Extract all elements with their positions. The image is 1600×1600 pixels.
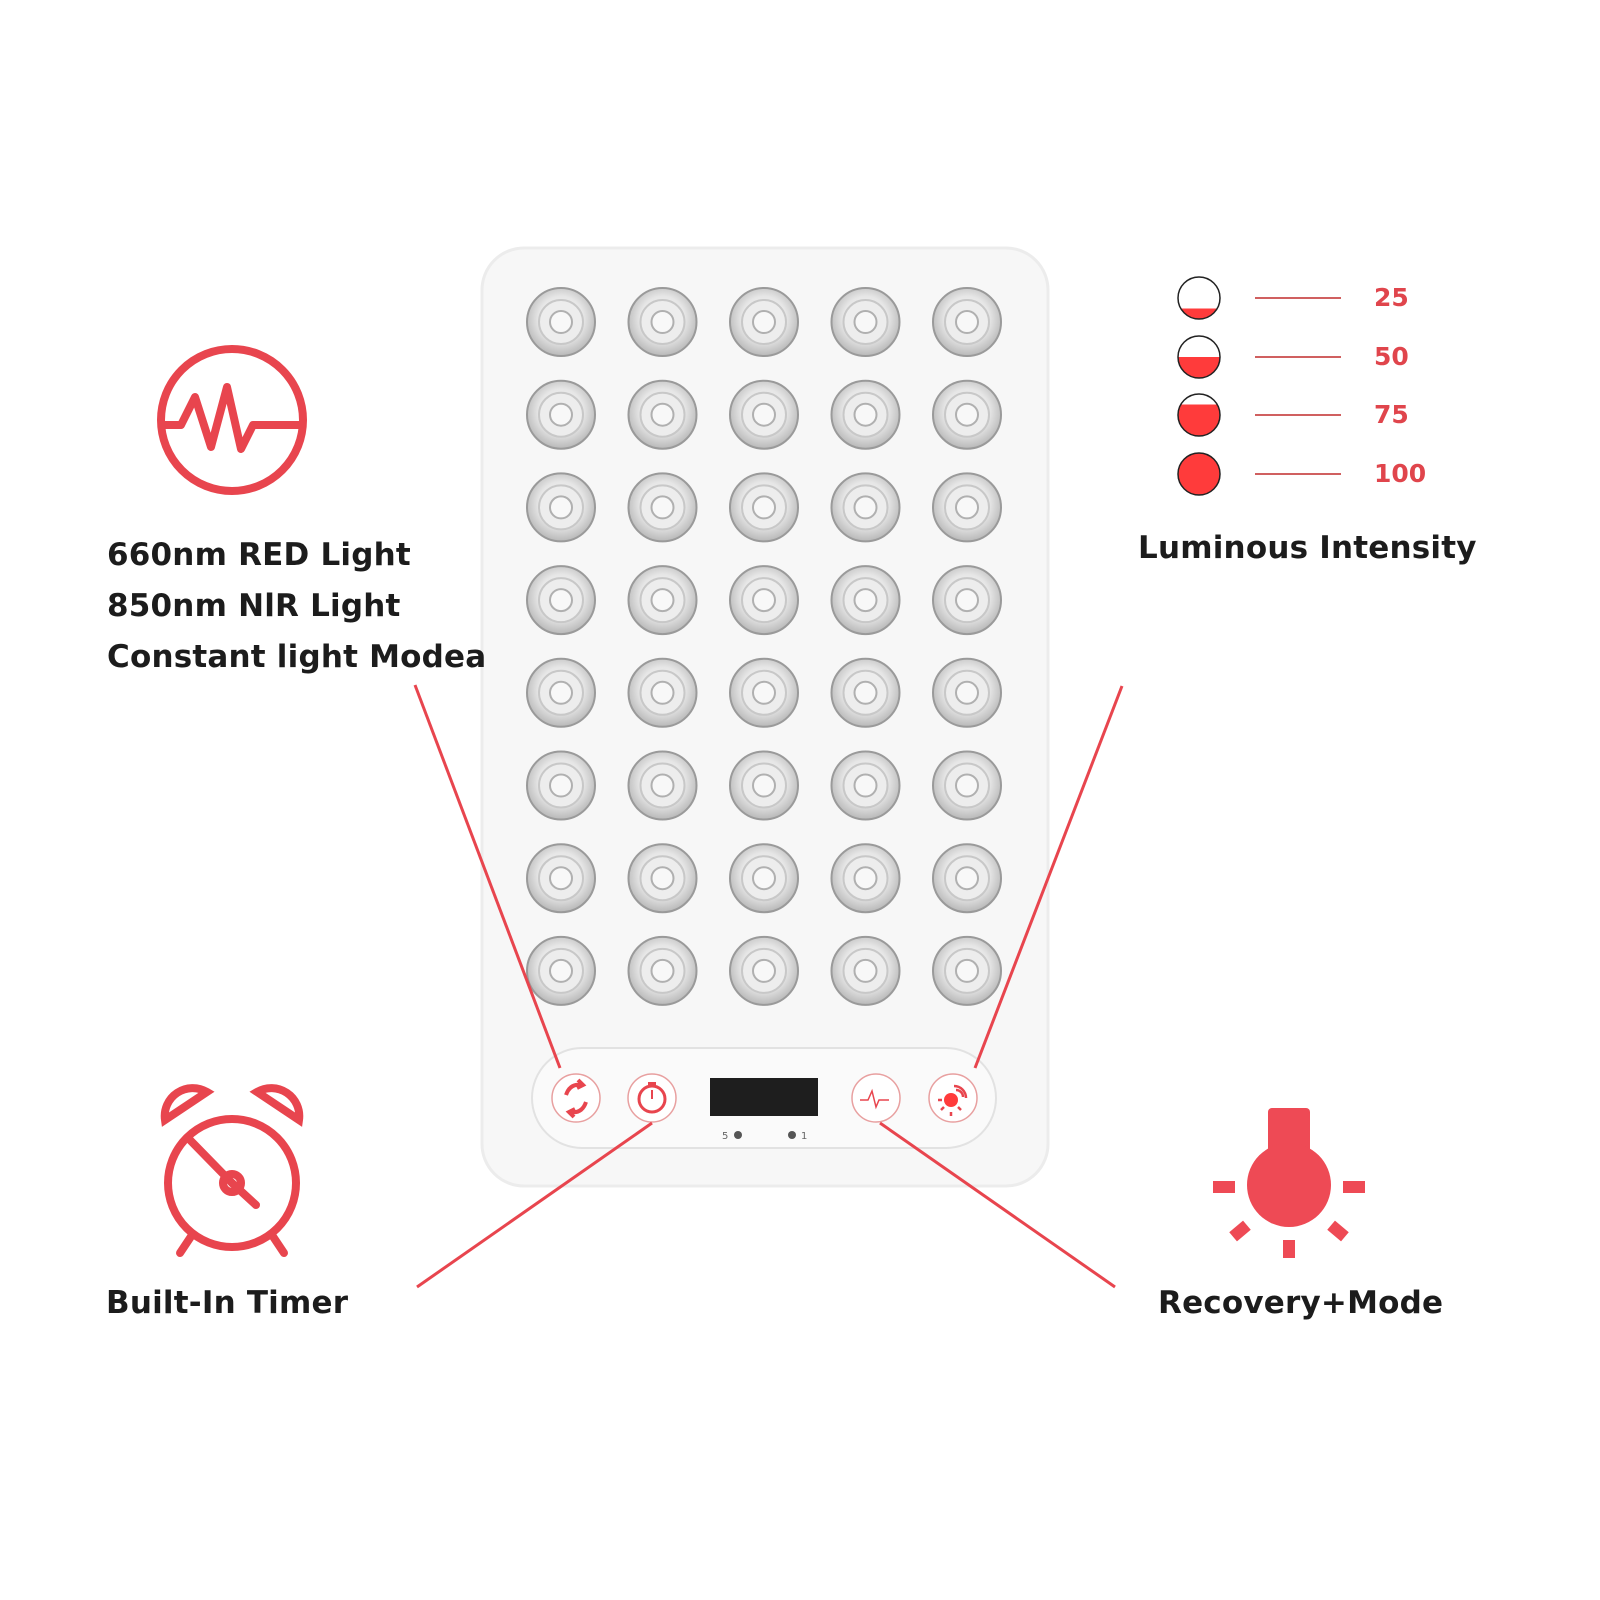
intensity-levels	[1177, 276, 1341, 496]
led	[932, 657, 1002, 728]
led	[627, 472, 698, 543]
led	[627, 379, 698, 450]
led	[729, 565, 799, 636]
led	[830, 750, 901, 821]
feature-line: Constant light Modea	[107, 639, 487, 675]
recovery-label: Recovery+Mode	[1158, 1285, 1444, 1321]
feature-line: 660nm RED Light	[107, 537, 411, 573]
led	[932, 843, 1002, 914]
heartbeat-button[interactable]	[851, 1073, 901, 1123]
led	[627, 565, 698, 636]
indicator-label: 5	[722, 1131, 728, 1142]
led	[729, 935, 799, 1006]
level-fill	[1178, 453, 1220, 495]
waveform-icon	[157, 345, 307, 495]
light-intensity-icon	[938, 1084, 968, 1116]
led	[526, 287, 596, 357]
level-fill	[1178, 357, 1220, 378]
level-label: 50	[1374, 342, 1409, 371]
led	[627, 750, 698, 821]
heartbeat-icon	[860, 1088, 889, 1110]
led	[729, 287, 799, 357]
led	[526, 657, 596, 728]
led	[526, 565, 596, 636]
intensity-level-100	[1177, 452, 1341, 496]
led	[526, 935, 596, 1006]
led	[932, 935, 1002, 1006]
led	[830, 472, 901, 543]
led	[830, 935, 901, 1006]
refresh-mode-icon	[564, 1078, 588, 1119]
intensity-title: Luminous Intensity	[1138, 530, 1477, 566]
led	[729, 750, 799, 821]
led	[729, 379, 799, 450]
led	[526, 843, 596, 914]
indicator-label: 1	[801, 1131, 807, 1142]
led	[627, 657, 698, 728]
led	[526, 472, 596, 543]
intensity-level-25	[1177, 276, 1341, 320]
led	[729, 657, 799, 728]
led	[526, 379, 596, 450]
led	[830, 843, 901, 914]
digital-display	[710, 1078, 818, 1116]
led	[627, 935, 698, 1006]
level-fill	[1178, 308, 1220, 319]
led	[932, 565, 1002, 636]
intensity-level-75	[1177, 393, 1341, 437]
timer-icon	[637, 1082, 667, 1114]
led	[830, 657, 901, 728]
feature-line: 850nm NlR Light	[107, 588, 401, 624]
led	[627, 287, 698, 357]
led	[830, 379, 901, 450]
intensity-level-50	[1177, 335, 1341, 379]
level-label: 75	[1374, 400, 1409, 429]
features-text: 660nm RED Light 850nm NlR Light Constant…	[107, 530, 486, 683]
led	[729, 843, 799, 914]
led	[932, 472, 1002, 543]
led	[830, 287, 901, 357]
refresh-mode-button[interactable]	[551, 1073, 601, 1123]
led	[932, 379, 1002, 450]
led	[932, 287, 1002, 357]
led	[830, 565, 901, 636]
indicator-dot	[734, 1131, 742, 1139]
light-intensity-button[interactable]	[928, 1073, 978, 1123]
level-label: 25	[1374, 283, 1409, 312]
level-label: 100	[1374, 459, 1427, 488]
alarm-clock-icon	[160, 1084, 304, 1257]
led	[932, 750, 1002, 821]
indicator-dot	[788, 1131, 796, 1139]
led	[627, 843, 698, 914]
led	[729, 472, 799, 543]
red-bulb-icon	[1213, 1108, 1365, 1258]
timer-label: Built-In Timer	[106, 1285, 349, 1321]
led-grid	[526, 287, 1002, 1006]
level-fill	[1178, 404, 1220, 436]
timer-button[interactable]	[627, 1073, 677, 1123]
callout-lines	[413, 684, 1124, 1289]
led	[526, 750, 596, 821]
